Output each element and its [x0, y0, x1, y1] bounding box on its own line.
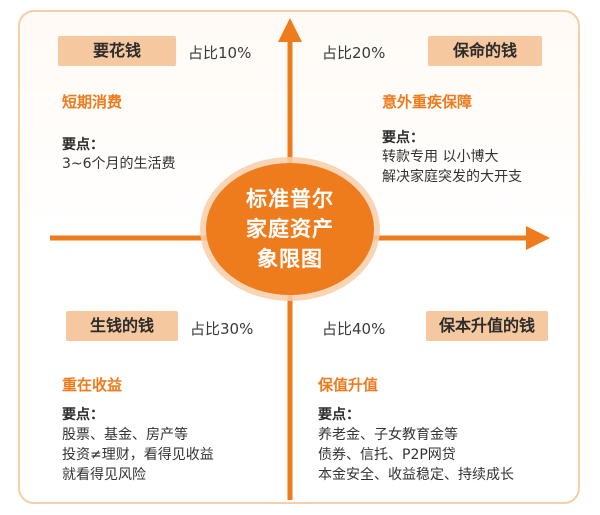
percent-protection: 占比20% [322, 44, 386, 62]
points-title-top-right: 要点： [382, 130, 424, 146]
center-title-line-3: 象限图 [257, 247, 323, 271]
point-bottom-left-1: 股票、基金、房产等 [62, 427, 188, 443]
tag-protection-money: 保命的钱 [428, 36, 542, 66]
up-arrow-icon [278, 18, 302, 42]
percent-preservation: 占比40% [322, 320, 386, 338]
right-arrow-icon [526, 226, 550, 250]
tag-money-making: 生钱的钱 [66, 311, 178, 341]
subtitle-insurance: 意外重疾保障 [382, 93, 473, 111]
point-bottom-right-3: 本金安全、收益稳定、持续成长 [318, 467, 514, 483]
point-top-right-2: 解决家庭突发的大开支 [382, 169, 522, 185]
tag-spending-money: 要花钱 [58, 36, 176, 66]
center-circle: 标准普尔 家庭资产 象限图 [206, 163, 374, 295]
subtitle-value-growth: 保值升值 [318, 376, 379, 394]
center-title-line-2: 家庭资产 [246, 217, 334, 241]
points-title-bottom-right: 要点： [318, 407, 360, 423]
point-top-left-1: 3~6个月的生活费 [62, 156, 176, 172]
point-bottom-left-3: 就看得见风险 [62, 467, 146, 483]
subtitle-returns: 重在收益 [62, 376, 123, 394]
point-bottom-right-2: 债券、信托、P2P网贷 [318, 447, 456, 463]
point-bottom-left-2: 投资≠理财，看得见收益 [62, 447, 214, 463]
percent-money-making: 占比30% [190, 320, 254, 338]
subtitle-short-term: 短期消费 [62, 93, 123, 111]
tag-preservation-money: 保本升值的钱 [426, 311, 548, 341]
percent-spending: 占比10% [188, 44, 252, 62]
point-bottom-right-1: 养老金、子女教育金等 [318, 427, 458, 443]
points-title-bottom-left: 要点： [62, 407, 104, 423]
point-top-right-1: 转款专用 以小博大 [382, 149, 499, 165]
points-title-top-left: 要点： [62, 137, 104, 153]
center-title-line-1: 标准普尔 [246, 187, 334, 211]
